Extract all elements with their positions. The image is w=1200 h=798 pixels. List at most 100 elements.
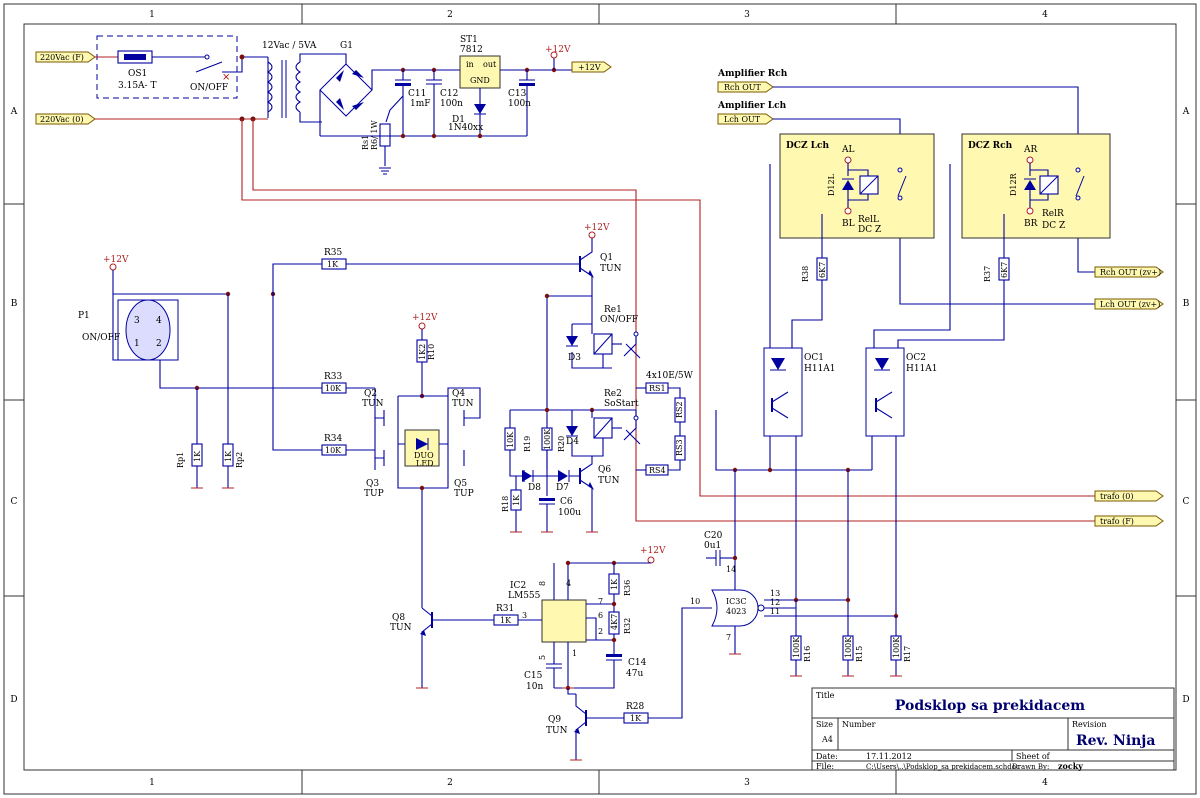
- ic3-pin-11: 11: [770, 607, 780, 616]
- r37-label: R37: [983, 266, 992, 282]
- p1-pin-3: 3: [134, 316, 140, 326]
- r18-label: R18: [501, 496, 510, 512]
- timer-555-section: +12V IC2 LM555 8 4 7 6 2 3 5 1 R36 1K R3…: [390, 546, 666, 761]
- sheet-label: Sheet of: [1016, 752, 1051, 761]
- date-label: Date:: [816, 752, 838, 761]
- c15-value: 10n: [526, 682, 543, 692]
- file-label: File:: [816, 762, 834, 771]
- r38-label: R38: [801, 266, 810, 282]
- rs-header: 4x10E/5W: [646, 371, 694, 381]
- frame-col-2: 2: [447, 10, 453, 20]
- d7-label: D7: [556, 483, 569, 493]
- r10-label: R10: [427, 344, 436, 360]
- optocoupler-oc2: [865, 347, 905, 437]
- oc1-label: OC1: [804, 353, 824, 363]
- frame-col-4-bottom: 4: [1042, 778, 1048, 788]
- q1-relay-section: R35 1K +12V Q1 TUN Re1 ON/OFF D3: [321, 223, 641, 470]
- r20-label: R20: [557, 436, 566, 452]
- port-trafo-f: [1094, 515, 1164, 527]
- duo-led-label-2: LED: [416, 459, 434, 468]
- revision-label: Revision: [1072, 720, 1106, 729]
- q8-value: TUN: [390, 623, 412, 633]
- port-lch-out-label: Lch OUT: [724, 115, 761, 124]
- p1-label: P1: [78, 311, 90, 321]
- st1-label: ST1: [460, 35, 478, 45]
- transformer-label: 12Vac / 5VA: [262, 41, 317, 51]
- v12-label-555: +12V: [640, 546, 666, 556]
- amp-rch-heading: Amplifier Rch: [717, 69, 788, 79]
- ic3-pin-13: 13: [770, 589, 780, 598]
- ic2-pin-3: 3: [522, 611, 527, 620]
- transformer: 12Vac / 5VA: [262, 41, 347, 123]
- port-rch-out: [717, 81, 774, 93]
- q4-label: Q4: [452, 389, 465, 399]
- r35-label: R35: [324, 248, 343, 258]
- optocoupler-oc1: [763, 347, 803, 437]
- q5-value: TUP: [454, 489, 474, 499]
- p1-pin-2: 2: [156, 339, 162, 349]
- p1-switch-section: +12V 3 4 1 2 P1 ON/OFF Rp1 1K Rp2 1K: [78, 255, 375, 489]
- ic2-label: IC2: [510, 581, 526, 591]
- d1-value: 1N40xx: [448, 123, 483, 133]
- p1-pin-1: 1: [134, 339, 140, 349]
- dcz-rch-box: [961, 133, 1111, 239]
- soft-start-resistors: 4x10E/5W RS1 RS2 RS3 RS4: [636, 371, 694, 476]
- c15-label: C15: [524, 671, 543, 681]
- rs1b-label: RS1: [649, 384, 666, 393]
- bl-label: BL: [842, 219, 855, 229]
- q3-value: TUP: [364, 489, 384, 499]
- r15-value: 100K: [844, 636, 853, 658]
- gate-ic3c: [711, 589, 759, 627]
- dcz-lch-heading: DCZ Lch: [786, 141, 829, 151]
- rs1-value: R6/ 1W: [370, 120, 379, 150]
- port-lch-out-zv-label: Lch OUT (zv+): [1100, 300, 1160, 309]
- port-trafo-0-label: trafo (0): [1100, 492, 1133, 501]
- drawn-by-value: zocky: [1058, 761, 1083, 771]
- d1-label: D1: [452, 115, 465, 125]
- v12-label-p1: +12V: [103, 255, 129, 265]
- frame-row-d-right: D: [1182, 695, 1189, 705]
- r17-label: R17: [903, 646, 912, 662]
- r17-value: 100K: [892, 636, 901, 658]
- c11-label: C11: [408, 89, 426, 99]
- os1-value: 3.15A- T: [118, 81, 156, 91]
- number-label: Number: [842, 720, 876, 729]
- rell-value: DC Z: [858, 225, 881, 235]
- d4-label: D4: [566, 437, 579, 447]
- frame-row-a: A: [10, 107, 18, 117]
- frame-col-4: 4: [1042, 10, 1048, 20]
- r15-label: R15: [855, 646, 864, 662]
- c12-value: 100n: [440, 99, 463, 109]
- c6-value: 100u: [558, 508, 581, 518]
- size-label: Size: [816, 720, 833, 729]
- ic3-gate-section: C20 0u1 IC3C 4023 13 12 11 10 14 7 R16 1…: [648, 531, 912, 719]
- r20-value: 100K: [543, 428, 552, 450]
- oc2-label: OC2: [906, 353, 926, 363]
- rp2-value: 1K: [224, 450, 233, 462]
- r19-label: R19: [523, 436, 532, 452]
- c14-label: C14: [628, 658, 647, 668]
- oc2-value: H11A1: [906, 364, 938, 374]
- re2-label: Re2: [604, 389, 622, 399]
- ic3-pin-12: 12: [770, 598, 780, 607]
- c20-value: 0u1: [704, 541, 721, 551]
- c13-value: 100n: [508, 99, 531, 109]
- r16-value: 100K: [792, 636, 801, 658]
- p1-value: ON/OFF: [82, 333, 120, 343]
- svg-text:×: ×: [222, 72, 230, 83]
- port-220vac-f: [35, 51, 96, 63]
- soft-start-section: D4 Re2 SoStart R19 10K R20 100K D8 D7 Q6…: [501, 389, 641, 533]
- st1-value: 7812: [460, 45, 483, 55]
- r32-value: 4K7: [610, 614, 619, 630]
- q5-label: Q5: [454, 479, 467, 489]
- rp2-label: Rp2: [235, 452, 244, 468]
- os1-label: OS1: [128, 69, 147, 79]
- sheet-frame: 1 2 3 4 1 2 3 4 A B C D A B C D: [3, 3, 1197, 795]
- c20-label: C20: [704, 531, 723, 541]
- r28-label: R28: [626, 702, 645, 712]
- rs4-label: RS4: [649, 466, 666, 475]
- ic3-pin-10: 10: [690, 597, 700, 606]
- rs3-label: RS3: [675, 439, 684, 456]
- v12-label-led: +12V: [412, 313, 438, 323]
